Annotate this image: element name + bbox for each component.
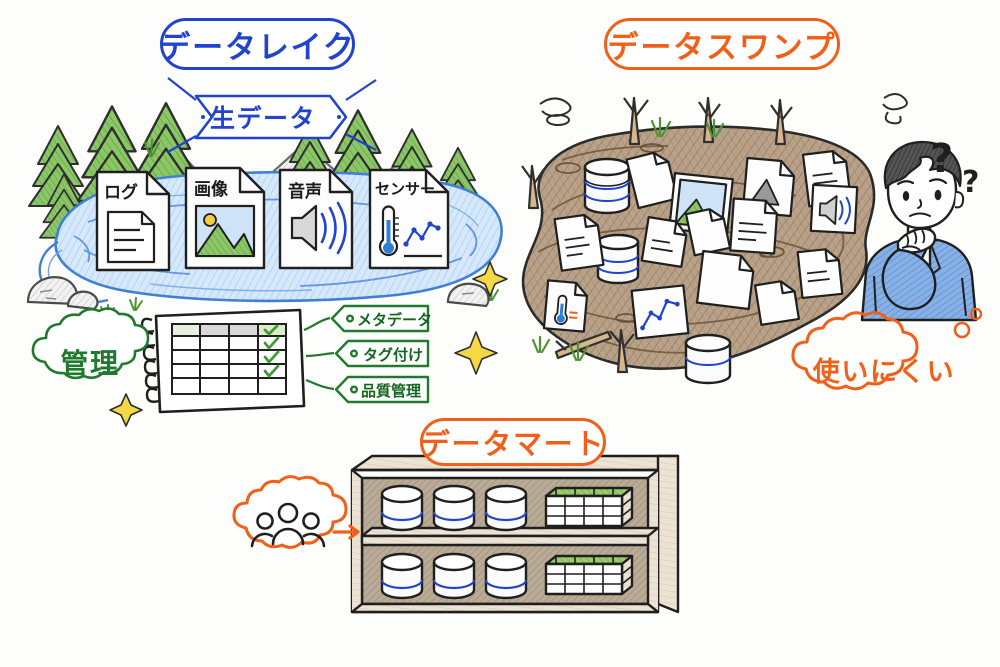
swamp-documents — [542, 149, 859, 340]
table-block — [544, 486, 634, 528]
db-cylinder — [432, 552, 476, 600]
bubble-management: 管理 — [35, 338, 145, 386]
db-cylinder — [380, 484, 424, 532]
notebook-checks — [263, 324, 280, 378]
notebook-table — [171, 323, 287, 395]
tag-label-tagging: タグ付け — [363, 344, 423, 365]
data-mart-shelf — [350, 454, 680, 614]
lake-rocks — [26, 276, 490, 311]
card-label-log: ログ — [104, 178, 138, 203]
tag-quality[interactable] — [334, 375, 430, 404]
confused-person — [860, 140, 978, 322]
swamp-doc — [684, 208, 732, 257]
tag-label-quality: 品質管理 — [361, 380, 421, 401]
db-cylinder — [432, 484, 476, 532]
card-log-text: ログ — [104, 183, 138, 203]
checklist-notebook[interactable] — [140, 308, 335, 414]
title-data-swamp: データスワンプ — [604, 18, 840, 70]
banner-raw-data: 生データ — [195, 96, 331, 138]
stink-swirls — [539, 93, 908, 126]
card-sensor[interactable] — [368, 168, 450, 270]
swamp-doc — [796, 248, 844, 300]
management-bubble-shape — [31, 307, 150, 380]
shelf-row-top — [380, 484, 634, 532]
card-audio[interactable] — [278, 168, 354, 270]
db-cylinder — [484, 552, 528, 600]
users-bubble-shape — [232, 475, 360, 549]
people-icon — [250, 502, 326, 548]
swamp-doc-chart — [630, 284, 690, 340]
title-data-mart-text: データマート — [420, 427, 606, 461]
card-label-image: 画像 — [194, 175, 228, 200]
card-image[interactable] — [184, 166, 266, 270]
dead-trees — [521, 96, 793, 374]
swamp-grass — [531, 116, 725, 362]
card-label-audio: 音声 — [288, 177, 322, 202]
swamp-doc — [553, 213, 605, 272]
table-block — [544, 554, 634, 596]
tag-metadata-text: メタデータ — [357, 311, 433, 329]
title-data-swamp-text: データスワンプ — [607, 29, 837, 66]
card-audio-text: 音声 — [288, 182, 322, 202]
tag-tagging[interactable] — [334, 339, 430, 368]
tag-label-metadata: メタデータ — [357, 309, 432, 330]
swamp-doc — [640, 216, 688, 268]
svg-text:?: ? — [962, 165, 979, 200]
card-sensor-text: センサー — [375, 180, 436, 198]
card-label-sensor: センサー — [375, 178, 435, 199]
db-cylinder — [684, 333, 732, 385]
tag-quality-text: 品質管理 — [361, 382, 422, 400]
svg-text:?: ? — [930, 136, 953, 182]
swamp-doc — [625, 151, 679, 210]
db-cylinder — [596, 233, 640, 285]
swamp-doc-thermometer — [542, 279, 589, 333]
card-image-text: 画像 — [194, 180, 228, 200]
shelf-row-bottom — [380, 552, 634, 600]
lake-data-cards — [95, 166, 450, 272]
bubble-hard-to-use-text: 使いにくい — [812, 356, 956, 388]
swamp-doc — [754, 280, 801, 326]
swamp-databases — [583, 157, 732, 385]
question-marks: ? ? — [930, 136, 979, 200]
db-cylinder — [380, 552, 424, 600]
flow-arrow — [332, 524, 360, 540]
banner-raw-data-text: 生データ — [209, 104, 316, 133]
card-log[interactable] — [95, 170, 171, 272]
swamp-doc — [695, 249, 755, 311]
title-data-mart: データマート — [420, 418, 606, 466]
tag-tagging-text: タグ付け — [363, 346, 424, 364]
title-data-lake-text: データレイク — [159, 29, 356, 66]
swamp-doc-audio — [809, 183, 859, 235]
tag-connectors — [303, 316, 335, 391]
governance-tags — [330, 304, 430, 404]
db-cylinder — [484, 484, 528, 532]
bubble-management-text: 管理 — [60, 347, 120, 380]
swamp-doc — [729, 197, 779, 255]
raw-data-banner-shape — [167, 77, 377, 153]
db-cylinder — [583, 157, 631, 215]
bubble-hard-to-use: 使いにくい — [792, 344, 976, 394]
tag-metadata[interactable] — [330, 304, 430, 333]
title-data-lake: データレイク — [159, 18, 356, 70]
sparkle-stars — [109, 261, 508, 427]
